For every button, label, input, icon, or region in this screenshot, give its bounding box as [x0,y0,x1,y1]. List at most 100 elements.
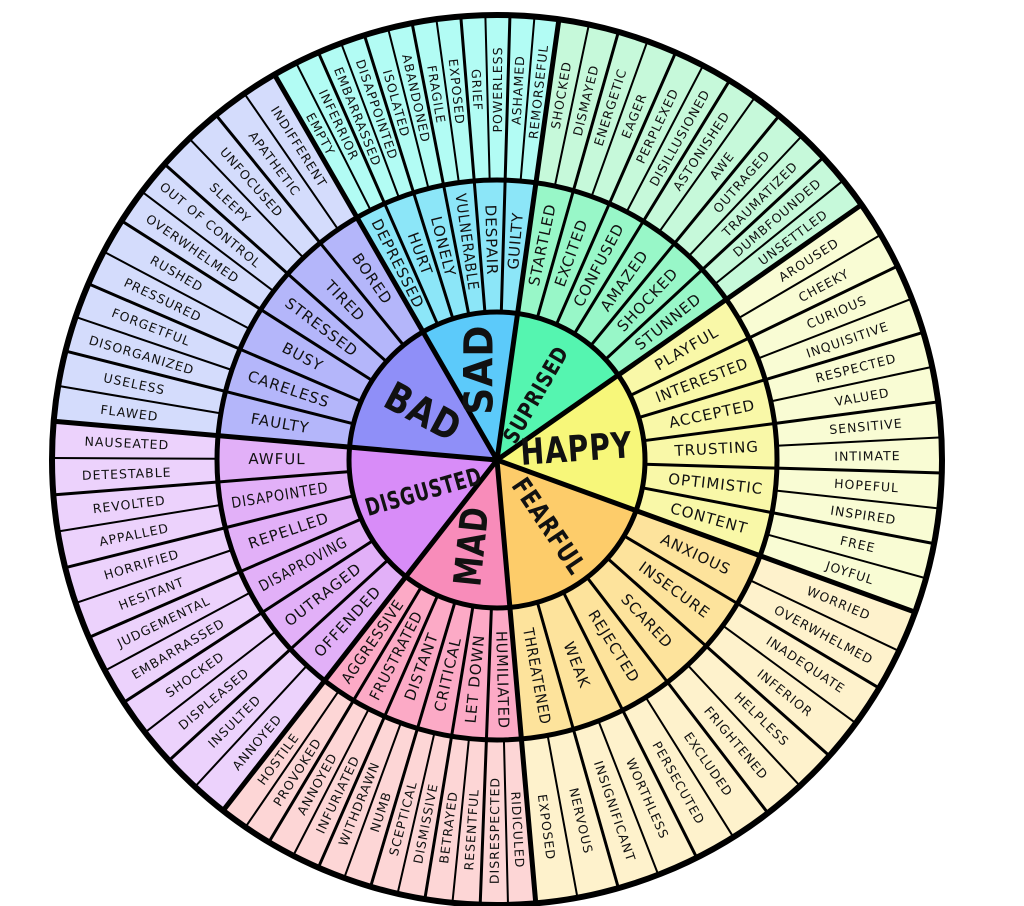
middle-emotion-label[interactable]: AWFUL [248,450,305,468]
outer-wedge[interactable] [702,157,844,285]
outer-wedge[interactable] [65,316,232,392]
outer-wedge[interactable] [503,738,536,905]
outer-wedge[interactable] [52,421,219,459]
outer-wedge[interactable] [547,729,619,898]
middle-wedge[interactable] [262,540,388,650]
outer-wedge[interactable] [164,138,304,274]
middle-wedge[interactable] [384,192,453,325]
middle-wedge[interactable] [384,595,455,729]
core-wedge-fearful[interactable] [497,460,637,608]
outer-wedge[interactable] [667,665,801,814]
middle-wedge[interactable] [443,180,485,315]
middle-wedge[interactable] [225,495,362,572]
middle-wedge[interactable] [324,576,422,701]
outer-wedge[interactable] [737,580,899,689]
outer-wedge[interactable] [58,351,226,414]
outer-emotion-label[interactable]: NAUSEATED [84,434,169,453]
outer-emotion-label[interactable]: SENSITIVE [829,416,904,438]
outer-emotion-label[interactable]: RESENTFUL [461,788,482,871]
outer-wedge[interactable] [245,690,354,843]
middle-wedge[interactable] [624,510,761,604]
middle-wedge[interactable] [638,379,775,441]
outer-emotion-label[interactable]: GRIEF [468,69,485,112]
middle-emotion-label[interactable]: HUMILIATED [492,631,512,729]
core-wedge-suprised[interactable] [497,313,619,460]
outer-emotion-label[interactable]: INTIMATE [834,448,900,464]
middle-wedge[interactable] [353,587,438,717]
outer-wedge[interactable] [765,332,933,402]
outer-wedge[interactable] [775,468,942,509]
middle-wedge[interactable] [630,337,766,418]
outer-wedge[interactable] [105,592,263,703]
outer-wedge[interactable] [318,716,401,878]
middle-emotion-label[interactable]: GUILTY [504,211,527,270]
core-emotion-label[interactable]: MAD [445,504,497,588]
outer-wedge[interactable] [141,164,288,292]
outer-emotion-label[interactable]: DISRESPECTED [487,777,503,884]
outer-wedge[interactable] [57,505,226,568]
middle-wedge[interactable] [474,180,506,313]
outer-emotion-label[interactable]: ASHAMED [509,55,528,125]
middle-wedge[interactable] [587,558,707,683]
middle-wedge[interactable] [320,217,423,346]
outer-emotion-label[interactable]: RIDICULED [508,791,527,869]
outer-wedge[interactable] [194,665,325,811]
core-emotion-label[interactable]: HAPPY [519,425,634,474]
outer-emotion-label[interactable]: POWERLESS [490,46,505,132]
outer-wedge[interactable] [722,603,880,724]
outer-wedge[interactable] [318,43,399,204]
outer-wedge[interactable] [223,680,339,828]
middle-wedge[interactable] [537,592,623,730]
outer-wedge[interactable] [521,735,578,904]
outer-wedge[interactable] [749,555,916,651]
outer-wedge[interactable] [643,80,755,232]
outer-wedge[interactable] [776,437,942,473]
outer-wedge[interactable] [168,649,307,787]
outer-wedge[interactable] [274,62,371,218]
outer-wedge[interactable] [535,19,589,187]
middle-wedge[interactable] [357,203,438,332]
outer-wedge[interactable] [88,571,251,671]
outer-wedge[interactable] [772,490,940,544]
outer-wedge[interactable] [145,631,291,761]
middle-wedge[interactable] [605,269,727,376]
outer-wedge[interactable] [293,708,385,868]
middle-wedge[interactable] [501,180,536,314]
outer-wedge[interactable] [770,366,939,424]
outer-wedge[interactable] [341,35,414,198]
middle-wedge[interactable] [413,185,469,319]
outer-wedge[interactable] [688,135,824,270]
outer-wedge[interactable] [51,458,218,495]
outer-wedge[interactable] [75,550,241,638]
core-wedge-sad[interactable] [423,312,518,460]
outer-wedge[interactable] [757,298,924,380]
middle-wedge[interactable] [556,203,644,334]
outer-wedge[interactable] [738,234,898,338]
core-wedge-happy[interactable] [497,375,645,511]
outer-wedge[interactable] [244,74,357,230]
outer-wedge[interactable] [573,31,648,197]
outer-wedge[interactable] [53,481,221,532]
middle-wedge[interactable] [218,391,354,448]
outer-wedge[interactable] [370,728,435,894]
middle-wedge[interactable] [239,309,373,402]
middle-wedge[interactable] [537,190,610,325]
middle-wedge[interactable] [287,242,404,362]
middle-wedge[interactable] [563,577,668,711]
middle-wedge[interactable] [618,299,750,396]
core-wedge-disgusted[interactable] [349,447,497,577]
outer-wedge[interactable] [75,283,240,370]
middle-wedge[interactable] [643,423,777,469]
outer-wedge[interactable] [452,738,487,905]
outer-wedge[interactable] [626,65,730,222]
middle-wedge[interactable] [240,519,373,613]
outer-wedge[interactable] [760,534,926,613]
outer-emotion-label[interactable]: HOPEFUL [834,476,900,495]
middle-wedge[interactable] [217,435,350,482]
middle-wedge[interactable] [451,606,492,740]
middle-wedge[interactable] [217,471,354,528]
outer-wedge[interactable] [774,401,942,446]
outer-wedge[interactable] [268,700,369,856]
outer-wedge[interactable] [344,722,418,887]
outer-emotion-label[interactable]: FLAWED [100,402,160,424]
